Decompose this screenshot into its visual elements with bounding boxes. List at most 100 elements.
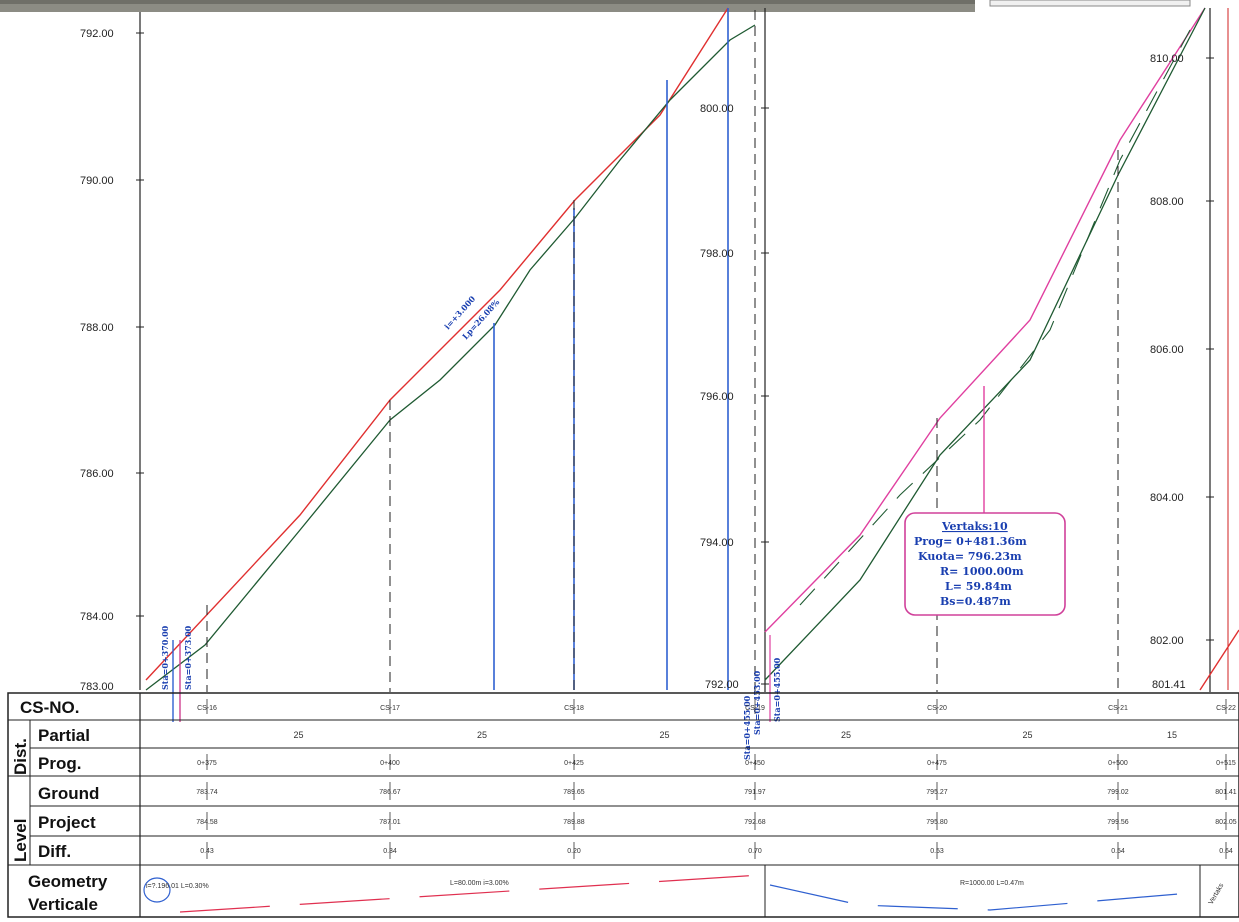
table-cell-project: 802.05 xyxy=(1215,819,1237,826)
left-axis-label: 786.00 xyxy=(80,468,114,480)
table-cell-cs: CS-22 xyxy=(1216,705,1236,712)
table-cell-cs: CS-21 xyxy=(1108,705,1128,712)
middle-station-label: Sta=0+453.00 xyxy=(752,670,762,735)
right-axis-label: 806.00 xyxy=(1150,344,1184,356)
group-label-level: Level xyxy=(11,819,30,862)
table-cell-prog: 0+425 xyxy=(564,760,584,767)
left-station-label: Sta=0+370.00 xyxy=(160,625,170,690)
geometry-corner-label: Vertaks xyxy=(1208,882,1226,906)
vertical-curve-prog: Prog= 0+481.36m xyxy=(914,535,1027,548)
right-axis-label: 810.00 xyxy=(1150,53,1184,65)
vertical-curve-box-frame xyxy=(904,512,1066,616)
row-label-verticale: Verticale xyxy=(28,895,98,914)
right-axis-label: 802.00 xyxy=(1150,635,1184,647)
table-cell-diff: 0.70 xyxy=(748,848,762,855)
table-cell-partial: 25 xyxy=(659,730,669,740)
middle-axis-label: 796.00 xyxy=(700,391,734,403)
table-frame xyxy=(7,692,1239,918)
right-axis-label: 801.41 xyxy=(1152,679,1186,691)
table-cell-ground: 791.97 xyxy=(744,789,766,796)
left-project-line xyxy=(145,7,729,681)
right-axis-label: 808.00 xyxy=(1150,196,1184,208)
row-label-ground: Ground xyxy=(38,784,99,803)
left-axis-label: 784.00 xyxy=(80,611,114,623)
scan-top-strip-right xyxy=(989,0,1191,7)
vertical-curve-title: Vertaks:10 xyxy=(941,520,1008,533)
table-cell-prog: 0+400 xyxy=(380,760,400,767)
scan-top-strip-dark xyxy=(0,0,975,4)
table-cell-partial: 25 xyxy=(293,730,303,740)
left-axis-label: 792.00 xyxy=(80,28,114,40)
geometry-blue-segments xyxy=(769,884,1191,911)
right-panel: 810.00 808.00 806.00 804.00 802.00 801.4… xyxy=(1150,8,1239,692)
geometry-curve-circle xyxy=(143,877,171,903)
table-cell-diff: 0.43 xyxy=(200,848,214,855)
table-cell-project: 799.56 xyxy=(1107,819,1129,826)
middle-project-dashes xyxy=(799,29,1191,606)
middle-project-line xyxy=(764,7,1206,633)
left-station-label: Sta=0+373.00 xyxy=(183,625,193,690)
middle-axis-label: 800.00 xyxy=(700,103,734,115)
profile-table: Dist. Level CS-NO. Partial Prog. Ground … xyxy=(7,692,1239,918)
row-label-partial: Partial xyxy=(38,726,90,745)
middle-axis-label: 792.00 xyxy=(705,679,739,691)
table-cell-ground: 795.27 xyxy=(926,789,948,796)
left-axis-label: 783.00 xyxy=(80,681,114,693)
left-panel: 792.00 790.00 788.00 786.00 784.00 783.0… xyxy=(80,7,756,760)
middle-ground-line xyxy=(764,7,1206,681)
middle-axis-label: 798.00 xyxy=(700,248,734,260)
right-project-line xyxy=(1199,629,1239,691)
table-cell-prog: 0+375 xyxy=(197,760,217,767)
vertical-curve-kuota: Kuota= 796.23m xyxy=(918,550,1022,563)
row-label-project: Project xyxy=(38,813,96,832)
table-cell-ground: 799.02 xyxy=(1107,789,1129,796)
table-cell-prog: 0+450 xyxy=(745,760,765,767)
row-label-prog: Prog. xyxy=(38,754,81,773)
vertical-curve-length: L= 59.84m xyxy=(945,580,1012,593)
table-cell-partial: 25 xyxy=(1022,730,1032,740)
table-cell-ground: 786.67 xyxy=(379,789,401,796)
table-cell-cs: CS-17 xyxy=(380,705,400,712)
middle-panel: 800.00 798.00 796.00 794.00 792.00 Sta=0… xyxy=(700,7,1206,735)
table-cell-diff: 0.20 xyxy=(567,848,581,855)
table-cell-cs: CS-20 xyxy=(927,705,947,712)
row-label-geometry: Geometry xyxy=(28,872,108,891)
table-cell-diff: 0.53 xyxy=(930,848,944,855)
table-cell-ground: 789.65 xyxy=(563,789,585,796)
table-cell-ground: 783.74 xyxy=(196,789,218,796)
right-axis-label: 804.00 xyxy=(1150,492,1184,504)
table-cell-partial: 25 xyxy=(477,730,487,740)
table-cell-prog: 0+515 xyxy=(1216,760,1236,767)
geometry-red-segments xyxy=(179,874,761,913)
table-cell-project: 792.68 xyxy=(744,819,766,826)
table-cell-partial: 25 xyxy=(841,730,851,740)
row-label-cs-no: CS-NO. xyxy=(20,698,80,717)
table-columns: CS-160+375783.74784.580.43CS-170+400786.… xyxy=(196,699,1237,859)
middle-station-label: Sta=0+455.00 xyxy=(772,657,782,722)
table-cell-project: 795.80 xyxy=(926,819,948,826)
geometry-right-label: R=1000.00 L=0.47m xyxy=(960,880,1024,887)
geometry-middle-label: L=80.00m i=3.00% xyxy=(450,880,509,887)
left-ground-line xyxy=(145,24,756,691)
table-cell-project: 787.01 xyxy=(379,819,401,826)
table-cell-ground: 801.41 xyxy=(1215,789,1237,796)
left-station-label: Sta=0+455.00 xyxy=(742,695,752,760)
geometry-left-label: i=?.196.01 L=0.30% xyxy=(146,883,209,890)
table-cell-prog: 0+475 xyxy=(927,760,947,767)
table-cell-diff: 0.34 xyxy=(383,848,397,855)
vertical-curve-info-box: Vertaks:10 Prog= 0+481.36m Kuota= 796.23… xyxy=(904,512,1066,616)
left-axis-label: 788.00 xyxy=(80,322,114,334)
table-cell-diff: 0.54 xyxy=(1111,848,1125,855)
table-cell-cs: CS-19 xyxy=(745,705,765,712)
table-cell-cs: CS-18 xyxy=(564,705,584,712)
row-label-diff: Diff. xyxy=(38,842,71,861)
group-label-dist: Dist. xyxy=(11,738,30,775)
table-cell-project: 789.88 xyxy=(563,819,585,826)
left-axis-label: 790.00 xyxy=(80,175,114,187)
vertical-curve-bs: Bs=0.487m xyxy=(940,595,1011,608)
table-cell-cs: CS-16 xyxy=(197,705,217,712)
middle-axis-label: 794.00 xyxy=(700,537,734,549)
table-cell-diff: 0.64 xyxy=(1219,848,1233,855)
vertical-curve-radius: R= 1000.00m xyxy=(940,565,1024,578)
